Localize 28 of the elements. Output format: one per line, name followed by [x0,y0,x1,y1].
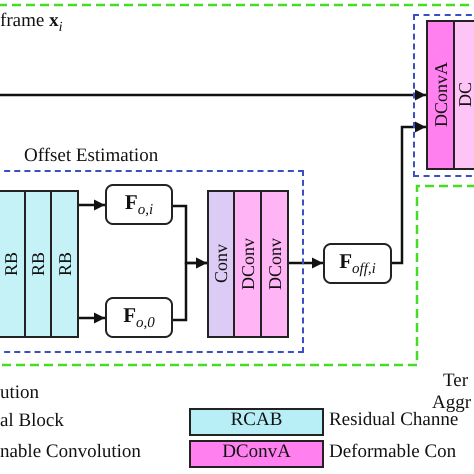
layer-block: DConvA [426,20,455,170]
layer-block: RB [24,190,52,338]
legend-text: Deformable Con [329,442,456,461]
feature-box: F$_{off,i}$ [323,243,392,284]
swatch-label: DConvA [221,442,292,461]
layer-block: Conv [207,190,235,338]
layer-block: RB [0,190,26,338]
feature-box: F$_{o,0}$ [105,297,173,338]
arrow [173,257,207,322]
text-label: nable Convolution [0,442,141,461]
group-title: Offset Estimation [24,145,158,167]
arrow [289,257,323,269]
text-label: frame x$_{i}$ [0,11,62,35]
layer-block: DConv [233,190,262,338]
layer-block: DConv [260,190,289,338]
arrow [0,89,426,101]
swatch-label: RCAB [230,410,284,429]
arrow [79,312,105,324]
layer-block: RB [50,190,79,338]
feature-box: F$_{o,i}$ [105,184,173,225]
arrow [392,121,426,264]
text-label: al Block [0,411,64,430]
text-label: Aggr [432,393,472,412]
arrow [79,199,105,211]
text-label: Ter [443,371,468,390]
layer-block: DC [453,20,474,170]
dashed-group-box [413,14,474,177]
text-label: ution [0,383,40,402]
